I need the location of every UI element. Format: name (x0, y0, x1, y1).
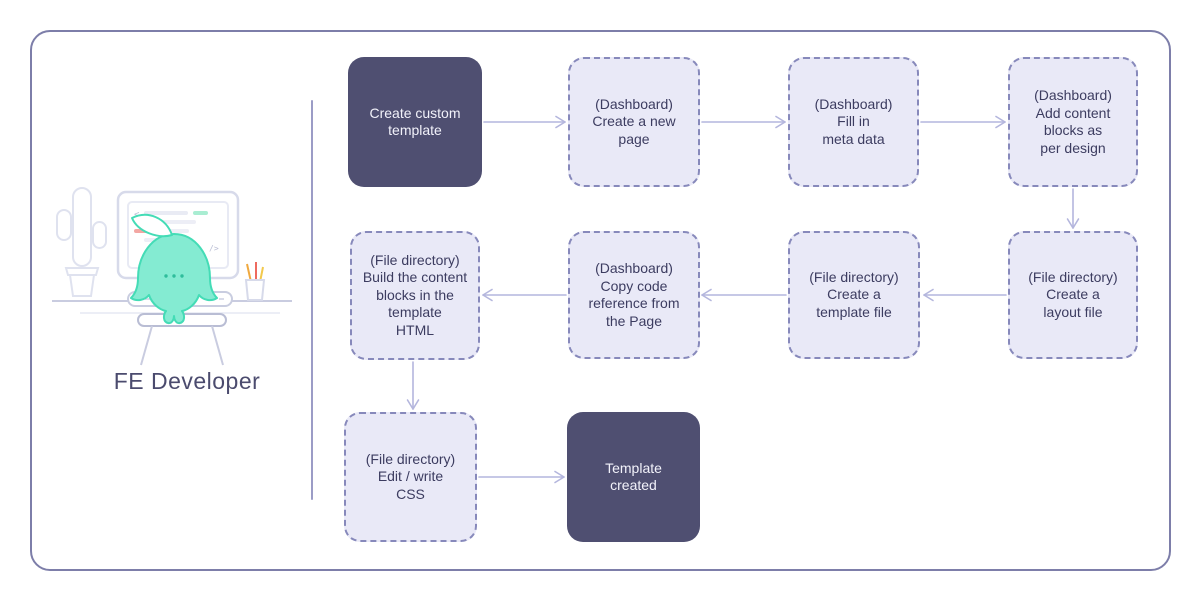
persona-label: FE Developer (113, 368, 261, 394)
mascot-icon (130, 213, 218, 325)
cactus-icon (56, 187, 107, 297)
flow-node-label: (Dashboard) Copy code reference from the… (588, 260, 680, 329)
flow-node-label: (Dashboard) Create a new page (592, 95, 676, 147)
flow-node-file-directory-edit-write-css: (File directory) Edit / write CSS (344, 412, 477, 542)
flow-node-template-created: Template created (567, 412, 700, 542)
flow-node-label: (File directory) Edit / write CSS (365, 450, 456, 502)
section-divider (311, 100, 313, 500)
flow-node-label: (Dashboard) Add content blocks as per de… (1034, 87, 1112, 156)
frame-border (30, 30, 1171, 571)
flow-node-label: (File directory) Create a layout file (1028, 268, 1118, 320)
flow-node-create-custom-template: Create custom template (348, 57, 482, 187)
svg-text:/>: /> (209, 244, 219, 253)
flow-node-dashboard-fill-meta-data: (Dashboard) Fill in meta data (788, 57, 919, 187)
flow-node-file-directory-create-template-file: (File directory) Create a template file (788, 231, 920, 359)
flow-node-label: (Dashboard) Fill in meta data (814, 95, 893, 147)
flow-node-dashboard-copy-code-reference: (Dashboard) Copy code reference from the… (568, 231, 700, 359)
flow-node-label: (File directory) Create a template file (809, 268, 899, 320)
flow-node-label: Create custom template (369, 104, 461, 139)
flow-node-file-directory-create-layout-file: (File directory) Create a layout file (1008, 231, 1138, 359)
flow-node-dashboard-add-content-blocks: (Dashboard) Add content blocks as per de… (1008, 57, 1138, 187)
flow-node-dashboard-create-new-page: (Dashboard) Create a new page (568, 57, 700, 187)
flow-node-label: (File directory) Build the content block… (362, 251, 468, 338)
flow-node-label: Template created (605, 459, 662, 494)
fe-developer-illustration: < /> (52, 187, 292, 366)
pen-cup-icon (244, 262, 266, 301)
flow-node-file-directory-build-content-blocks: (File directory) Build the content block… (350, 231, 480, 360)
